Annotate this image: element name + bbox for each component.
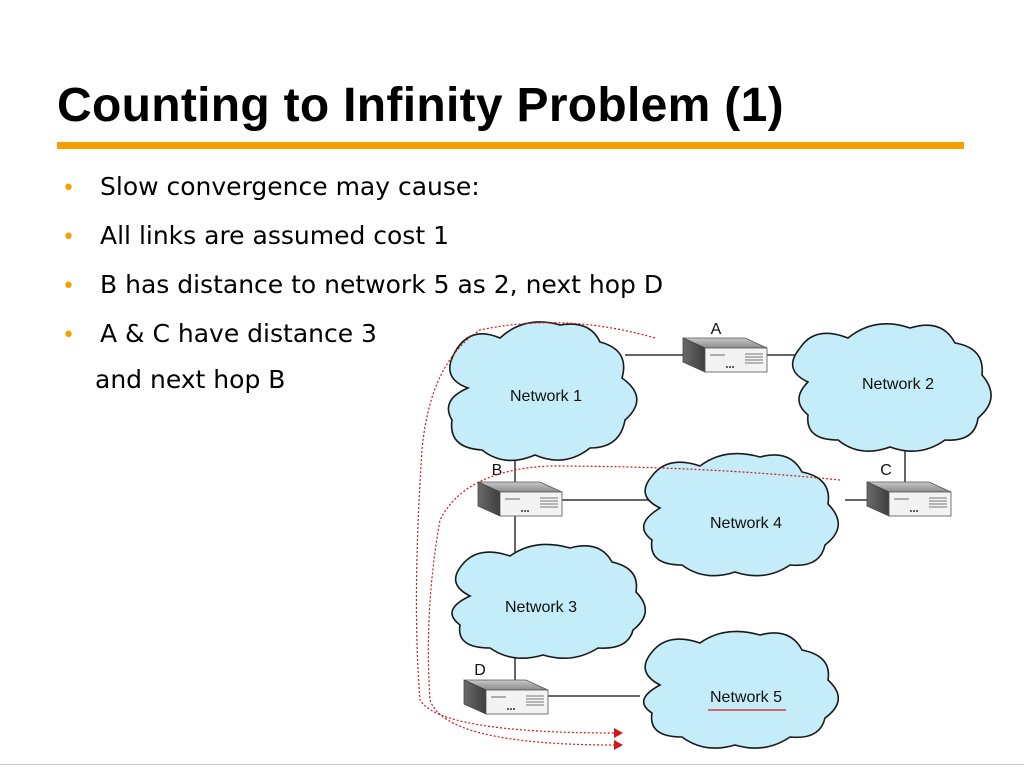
router-d-label: D	[474, 662, 486, 679]
network-1-label: Network 1	[510, 388, 582, 405]
bullet-continuation: and next hop B	[95, 365, 286, 394]
bullet-list: • Slow convergence may cause: • All links …	[62, 168, 663, 364]
slide-bottom-border	[0, 764, 1024, 765]
network-3-cloud	[451, 543, 647, 660]
bullet-icon: •	[62, 225, 75, 250]
bullet-icon: •	[62, 274, 75, 299]
network-1-cloud	[447, 321, 638, 462]
bullet-icon: •	[62, 323, 75, 348]
bullet-text: A & C have distance 3	[100, 319, 377, 348]
bullet-item: • B has distance to network 5 as 2, next …	[62, 266, 663, 315]
bullet-icon: •	[62, 176, 75, 201]
network-3-label: Network 3	[505, 599, 577, 616]
router-d-icon	[463, 679, 549, 715]
network-2-label: Network 2	[862, 376, 934, 393]
bullet-item: • Slow convergence may cause:	[62, 168, 663, 217]
bullet-text: B has distance to network 5 as 2, next h…	[100, 270, 664, 299]
link-lines	[514, 354, 906, 697]
network-4-cloud	[642, 452, 840, 577]
network-5-label: Network 5	[710, 689, 782, 706]
slide-title: Counting to Infinity Problem (1)	[57, 79, 784, 132]
router-a-label: A	[711, 321, 722, 338]
router-b-icon	[477, 481, 563, 517]
title-underline	[57, 142, 964, 149]
router-a-icon	[682, 337, 768, 373]
routing-path-a	[415, 322, 656, 738]
bullet-text: Slow convergence may cause:	[100, 172, 480, 201]
network-2-cloud	[791, 322, 992, 452]
bullet-item: • A & C have distance 3	[62, 315, 663, 364]
router-b-label: B	[492, 462, 503, 479]
routing-path-c	[427, 465, 841, 750]
network-5-cloud	[642, 630, 840, 749]
bullet-item: • All links are assumed cost 1	[62, 217, 663, 266]
router-c-icon	[866, 481, 952, 517]
bullet-text: All links are assumed cost 1	[100, 221, 449, 250]
router-c-label: C	[880, 462, 892, 479]
network-4-label: Network 4	[710, 515, 782, 532]
